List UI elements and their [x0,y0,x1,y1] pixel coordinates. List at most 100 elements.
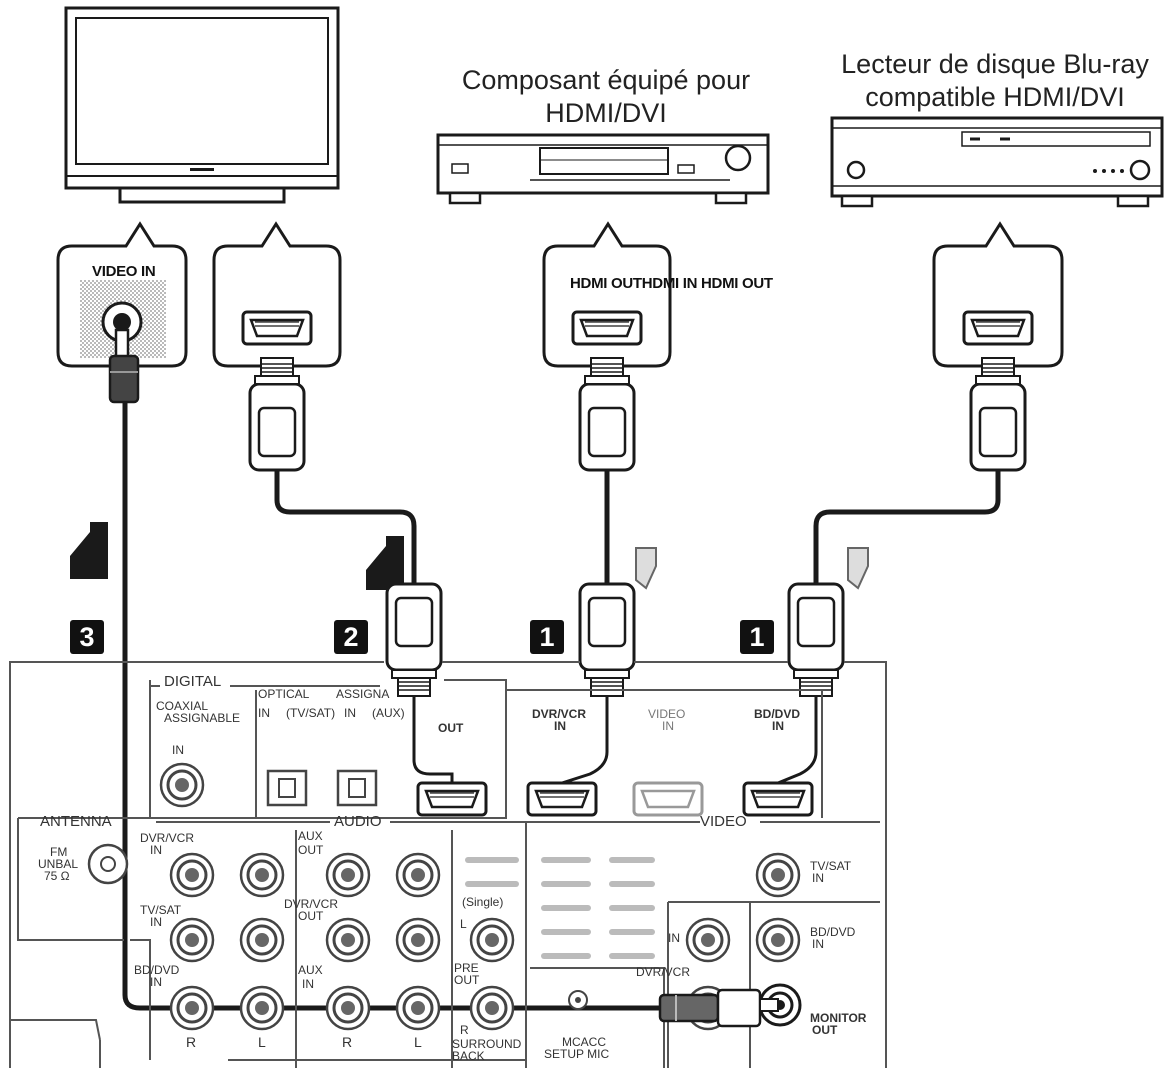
dvr-vcr-in-r-jack [169,852,215,898]
col-l-label-1: L [258,1034,266,1050]
aux-out-label: AUX [298,829,323,843]
hdmi-component-icon [436,133,770,205]
receiver-rear-panel [9,661,887,1068]
video-dvr-label: DVR/VCR [636,965,691,979]
step-1-badge-bluray: 1 [740,620,774,654]
fm-label: FM [50,845,68,859]
single-label: (Single) [462,895,504,909]
audio-tvsat-in-label: IN [150,915,162,929]
unbal-label: UNBAL [38,857,79,871]
hdmi-cable-bluray [813,470,1001,584]
hdmi-component-caption-line1: Composant équipé pour [461,65,751,95]
aux-out-out-label: OUT [298,843,324,857]
assigna-label: ASSIGNA [336,687,390,701]
video-tvsat-label: TV/SAT [810,859,852,873]
video-bd-label: BD/DVD [810,925,856,939]
tv-sat-in-l-jack [239,917,285,963]
dvr-vcr-video-in-jack [685,917,731,963]
hdmi-labels: HDMI OUTHDMI IN HDMI OUT [570,275,773,292]
hdmi-component-caption-line2: HDMI/DVI [545,98,667,128]
video-cable [122,402,662,1011]
coaxial-label: COAXIAL [156,699,209,713]
digital-label: DIGITAL [164,673,222,690]
dvr-vcr-out-r-jack [325,917,371,963]
tvsat-paren-label: (TV/SAT) [286,706,336,720]
hdmi-dvr-in-label: IN [554,719,566,733]
bluray-player-icon [830,116,1164,208]
back-label: BACK [452,1049,485,1063]
aux-in-l-jack [395,985,441,1031]
col-l-label-2: L [414,1034,422,1050]
tv-sat-in-r-jack [169,917,215,963]
aux-out-l-jack [395,852,441,898]
hdmi-plug-receiver-bd [787,582,845,698]
pre-label: PRE [454,961,479,975]
setup-mic-label: SETUP MIC [544,1047,610,1061]
tv-sat-video-in-jack [755,852,801,898]
mcacc-label: MCACC [562,1035,606,1049]
aux-in-label: AUX [298,963,323,977]
audio-dvr-in-label: IN [150,843,162,857]
hdmi-video-in-label: IN [662,719,674,733]
optical-ports [266,769,378,807]
audio-bd-label: BD/DVD [134,963,180,977]
receiver-hdmi-bd-port [742,781,814,817]
receiver-hdmi-out-port [416,781,488,817]
video-tvsat-in-label: IN [812,871,824,885]
cables [122,402,1001,1011]
tv-video-in-label: VIDEO IN [92,263,156,280]
hdmi-bd-label: BD/DVD [754,707,801,721]
hdmi-plug-tv [250,358,304,470]
hdmi-out-label: OUT [438,721,464,735]
audio-tvsat-label: TV/SAT [140,903,182,917]
optical-label: OPTICAL [258,687,310,701]
optical-in1-label: IN [258,706,270,720]
step-3-badge: 3 [70,620,104,654]
pre-out-label: OUT [454,973,480,987]
col-r-label-2: R [342,1034,353,1050]
mcacc-mic-jack [568,990,588,1010]
audio-label: AUDIO [334,813,382,830]
aux-in-in-label: IN [302,977,314,991]
receiver-hdmi-video-port [632,781,704,817]
col-r-label-1: R [186,1034,197,1050]
hdmi-cable-tv [274,470,417,584]
step-arrows [70,522,869,590]
audio-dvr-out-out-label: OUT [298,909,324,923]
monitor-out-label: OUT [812,1023,838,1037]
aux-paren-label: (AUX) [372,706,405,720]
video-dvr-in-label: IN [668,931,680,945]
dvr-vcr-in-l-jack [239,852,285,898]
video-section-label: VIDEO [700,813,747,830]
receiver-cable-segments [412,696,818,785]
audio-bd-in-label: IN [150,975,162,989]
tv-icon [64,6,340,204]
hdmi-plug-component [580,358,634,470]
antenna-label: ANTENNA [40,813,112,830]
surround-back-jack [469,985,515,1031]
aux-out-r-jack [325,852,371,898]
receiver-hdmi-dvr-port [526,781,598,817]
bluray-hdmi-callout [932,221,1064,368]
bluray-caption-line2: compatible HDMI/DVI [865,82,1125,112]
bd-dvd-in-l-jack [239,985,285,1031]
monitor-label: MONITOR [810,1011,867,1025]
hdmi-dvr-label: DVR/VCR [532,707,587,721]
aux-in-r-jack [325,985,371,1031]
component-hdmi-callout [542,221,672,368]
assignable-label: ASSIGNABLE [164,711,241,725]
hdmi-component-caption: Composant équipé pour HDMI/DVI [430,64,782,130]
audio-dvr-label: DVR/VCR [140,831,195,845]
bluray-caption: Lecteur de disque Blu-ray compatible HDM… [826,48,1164,114]
rca-plug-monitor [658,988,779,1028]
bd-dvd-video-in-jack [755,917,801,963]
bd-dvd-in-r-jack [169,985,215,1031]
hdmi-plug-bluray [971,358,1025,470]
antenna-jack [87,843,129,885]
single-l-label: L [460,917,467,931]
hdmi-plug-receiver-out [385,582,443,698]
receiver-slots [465,857,655,959]
coaxial-jack [159,762,205,808]
